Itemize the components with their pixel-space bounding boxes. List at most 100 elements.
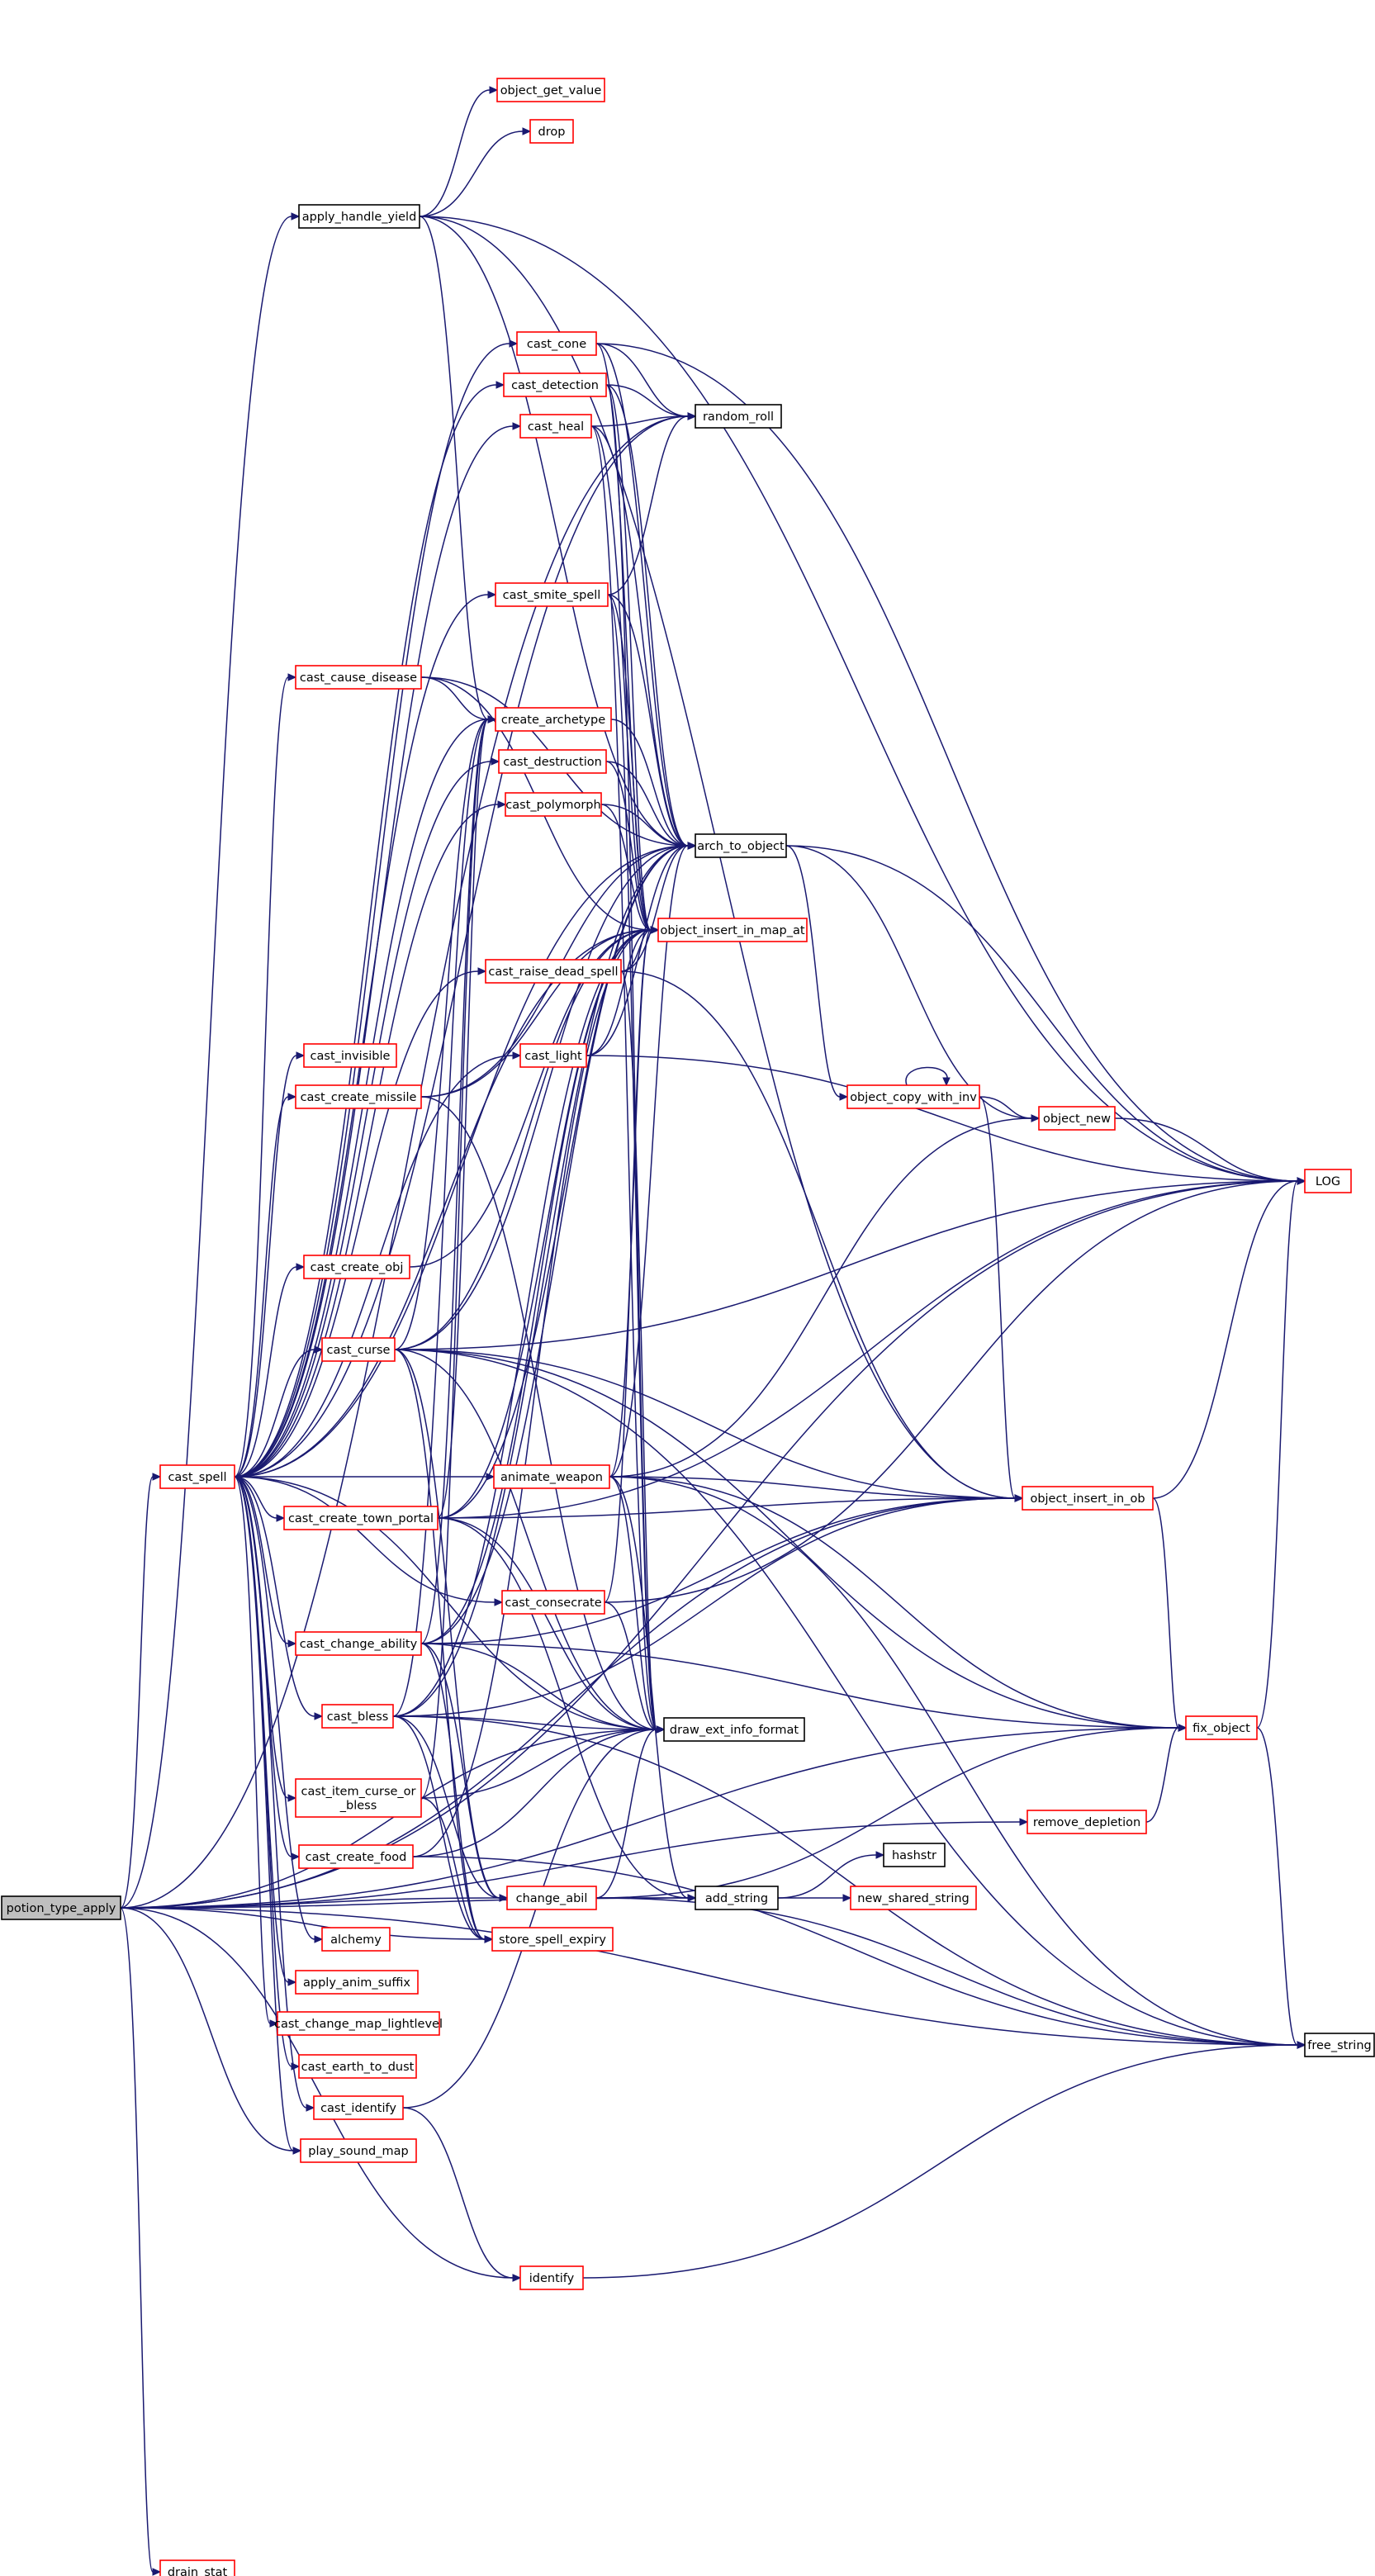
- node-cast-heal[interactable]: cast_heal: [519, 414, 592, 439]
- edge-cast_spell-to-cast_identify: [234, 1476, 315, 2112]
- node-remove-depletion[interactable]: remove_depletion: [1027, 1810, 1147, 1834]
- node-cast-cone[interactable]: cast_cone: [516, 331, 597, 356]
- node-label: cast_bless: [327, 1710, 389, 1724]
- node-label: object_get_value: [500, 84, 602, 97]
- node-label: cast_spell: [168, 1471, 226, 1484]
- node-box: [506, 1886, 597, 1910]
- node-animate-weapon[interactable]: animate_weapon: [493, 1464, 610, 1489]
- edge-cast_detection-to-draw_ext_info_format: [605, 384, 666, 1734]
- node-cast-spell[interactable]: cast_spell: [159, 1464, 235, 1489]
- edge-cast_spell-to-cast_create_town_portal: [234, 1476, 286, 1522]
- node-label: cast_create_missile: [301, 1091, 417, 1104]
- node-store-spell-expiry[interactable]: store_spell_expiry: [491, 1927, 614, 1952]
- node-label: drop: [538, 126, 566, 139]
- node-label: cast_cause_disease: [300, 671, 417, 685]
- edge-cast_bless-to-change_abil: [392, 1715, 509, 1902]
- node-drain-stat[interactable]: drain_stat: [159, 2559, 235, 2576]
- node-box: [295, 1778, 422, 1818]
- node-cast-bless[interactable]: cast_bless: [321, 1704, 394, 1729]
- node-cast-raise-dead-spell[interactable]: cast_raise_dead_spell: [485, 959, 622, 984]
- edge-arrowhead: [487, 715, 497, 723]
- node-cast-item-curse-or-bless[interactable]: cast_item_curse_or_bless: [295, 1778, 422, 1818]
- node-cast-curse[interactable]: cast_curse: [321, 1337, 396, 1362]
- node-object-new[interactable]: object_new: [1038, 1106, 1116, 1131]
- node-cast-create-missile[interactable]: cast_create_missile: [295, 1084, 422, 1109]
- node-label: cast_destruction: [503, 756, 602, 769]
- edge-cast_spell-to-cast_create_missile: [234, 1093, 297, 1478]
- edge-arrowhead: [512, 1051, 522, 1060]
- node-cast-change-ability[interactable]: cast_change_ability: [295, 1631, 422, 1656]
- node-cast-polymorph[interactable]: cast_polymorph: [505, 792, 602, 817]
- node-box: [1027, 1810, 1147, 1834]
- edge-fix_object-to-free_string: [1256, 1727, 1306, 2049]
- edge-cast_light-to-LOG: [586, 1055, 1306, 1185]
- edge-animate_weapon-to-fix_object: [609, 1476, 1188, 1732]
- edge-arrowhead: [287, 1794, 297, 1802]
- node-cast-identify[interactable]: cast_identify: [313, 2095, 404, 2120]
- edge-arrowhead: [287, 673, 297, 681]
- edge-arch_to_object-to-object_copy_with_inv: [785, 845, 849, 1101]
- node-label: cast_raise_dead_spell: [488, 965, 618, 979]
- node-box: [298, 1844, 414, 1869]
- node-cast-detection[interactable]: cast_detection: [503, 372, 607, 397]
- node-potion-type-apply[interactable]: potion_type_apply: [1, 1895, 121, 1920]
- node-cast-create-obj[interactable]: cast_create_obj: [303, 1255, 410, 1279]
- edge-cast_spell-to-alchemy: [234, 1476, 324, 1943]
- node-object-copy-with-inv[interactable]: object_copy_with_inv: [846, 1084, 980, 1109]
- edge-cast_create_town_portal-to-object_insert_in_ob: [437, 1494, 1024, 1519]
- node-box: [1, 1895, 121, 1920]
- node-cast-create-food[interactable]: cast_create_food: [298, 1844, 414, 1869]
- node-LOG[interactable]: LOG: [1304, 1169, 1352, 1193]
- node-cast-smite-spell[interactable]: cast_smite_spell: [495, 582, 609, 607]
- edge-cast_cone-to-random_roll: [595, 343, 697, 420]
- node-free-string[interactable]: free_string: [1304, 2033, 1375, 2057]
- node-cast-consecrate[interactable]: cast_consecrate: [501, 1590, 605, 1615]
- node-object-insert-in-ob[interactable]: object_insert_in_ob: [1022, 1486, 1154, 1511]
- node-label: remove_depletion: [1033, 1816, 1140, 1829]
- edge-animate_weapon-to-object_insert_in_ob: [609, 1476, 1024, 1502]
- node-box: [695, 833, 787, 858]
- edge-change_abil-to-draw_ext_info_format: [595, 1725, 666, 1899]
- node-identify[interactable]: identify: [519, 2265, 584, 2290]
- edge-arrowhead: [287, 1093, 297, 1101]
- node-label: LOG: [1316, 1175, 1340, 1188]
- edge-arrowhead: [489, 86, 499, 94]
- node-cast-earth-to-dust[interactable]: cast_earth_to_dust: [298, 2054, 417, 2079]
- node-arch-to-object[interactable]: arch_to_object: [695, 833, 787, 858]
- edge-animate_weapon-to-add_string: [609, 1476, 697, 1902]
- node-new-shared-string[interactable]: new_shared_string: [850, 1886, 977, 1910]
- node-cast-create-town-portal[interactable]: cast_create_town_portal: [283, 1506, 439, 1530]
- edge-layer: [120, 86, 1306, 2576]
- node-box: [1304, 2033, 1375, 2057]
- node-box: [295, 665, 422, 690]
- node-box: [1022, 1486, 1154, 1511]
- edge-arrowhead: [152, 2568, 162, 2576]
- node-apply-handle-yield[interactable]: apply_handle_yield: [298, 204, 420, 229]
- node-fix-object[interactable]: fix_object: [1185, 1715, 1258, 1740]
- node-object-insert-in-map-at[interactable]: object_insert_in_map_at: [657, 918, 808, 942]
- node-cast-invisible[interactable]: cast_invisible: [303, 1043, 397, 1068]
- node-add-string[interactable]: add_string: [695, 1886, 779, 1910]
- node-hashstr[interactable]: hashstr: [883, 1843, 946, 1867]
- edge-arrowhead: [314, 1712, 324, 1720]
- node-create-archetype[interactable]: create_archetype: [495, 707, 612, 732]
- node-draw-ext-info-format[interactable]: draw_ext_info_format: [663, 1717, 805, 1742]
- node-change-abil[interactable]: change_abil: [506, 1886, 597, 1910]
- node-drop[interactable]: drop: [529, 119, 574, 144]
- node-random-roll[interactable]: random_roll: [695, 404, 782, 429]
- node-cast-light[interactable]: cast_light: [519, 1043, 587, 1068]
- node-play-sound-map[interactable]: play_sound_map: [300, 2138, 417, 2163]
- node-box: [277, 2011, 440, 2036]
- node-cast-destruction[interactable]: cast_destruction: [498, 749, 607, 774]
- node-alchemy[interactable]: alchemy: [321, 1927, 391, 1952]
- edge-cast_create_town_portal-to-arch_to_object: [437, 842, 697, 1519]
- node-box: [159, 2559, 235, 2576]
- node-apply-anim-suffix[interactable]: apply_anim_suffix: [295, 1970, 419, 1995]
- node-object-get-value[interactable]: object_get_value: [496, 78, 605, 102]
- node-cast-change-map-lightlevel[interactable]: cast_change_map_lightlevel: [274, 2011, 443, 2036]
- node-cast-cause-disease[interactable]: cast_cause_disease: [295, 665, 422, 690]
- node-label: new_shared_string: [857, 1892, 970, 1905]
- node-box: [321, 1704, 394, 1729]
- edge-cast_item_curse_or_bless-to-create_archetype: [420, 715, 497, 1799]
- edge-cast_spell-to-cast_cause_disease: [234, 673, 297, 1478]
